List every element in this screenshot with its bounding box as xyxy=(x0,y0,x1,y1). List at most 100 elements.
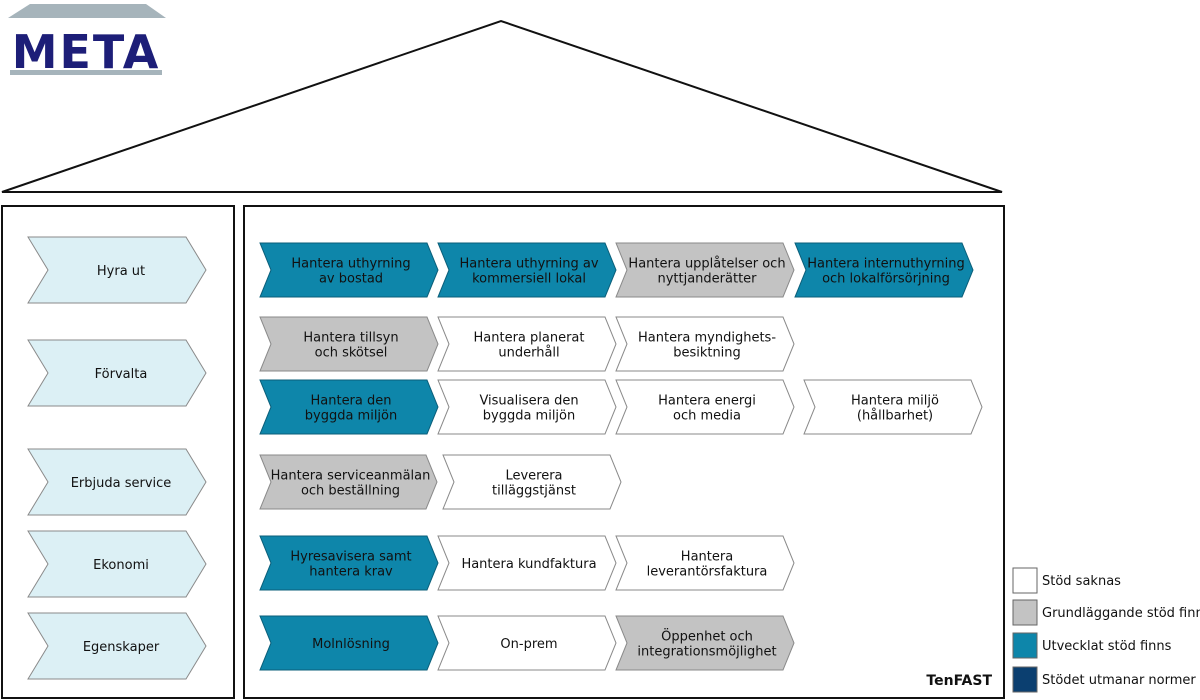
process-label: hantera krav xyxy=(309,565,393,580)
process-label: Hantera energi xyxy=(658,394,756,409)
legend-swatch xyxy=(1012,599,1038,626)
process-label: av bostad xyxy=(319,272,383,287)
process-label: och skötsel xyxy=(315,346,388,361)
process-label: Hantera internuthyrning xyxy=(807,257,965,272)
process-label: Hantera den xyxy=(310,394,391,409)
process-label: Hantera upplåtelser och xyxy=(628,257,785,272)
process-label: Hantera tillsyn xyxy=(303,331,398,346)
process-shape xyxy=(442,454,622,510)
category-label: Erbjuda service xyxy=(71,476,172,491)
category-shape xyxy=(27,339,207,407)
process-label: leverantörsfaktura xyxy=(647,565,768,580)
process-label: Hantera serviceanmälan xyxy=(271,469,431,484)
category-chevron: Erbjuda service xyxy=(27,448,207,516)
legend-item: Stöd saknas xyxy=(1012,567,1121,594)
process-shape xyxy=(615,379,795,435)
legend-label: Stödet utmanar normer xyxy=(1042,673,1196,688)
process-label: Hantera kundfaktura xyxy=(461,557,596,572)
category-chevron: Förvalta xyxy=(27,339,207,407)
process-label: Hantera xyxy=(681,550,733,565)
process-panel xyxy=(243,205,1005,699)
process-label: Visualisera den xyxy=(479,394,578,409)
category-shape xyxy=(27,612,207,680)
process-chevron: Hantera miljö(hållbarhet) xyxy=(803,379,983,435)
process-label: byggda miljön xyxy=(483,409,576,424)
legend-label: Stöd saknas xyxy=(1042,574,1121,589)
process-label: integrationsmöjlighet xyxy=(637,645,776,660)
process-shape xyxy=(259,316,439,372)
legend-swatch xyxy=(1012,666,1038,693)
process-shape xyxy=(615,316,795,372)
process-shape xyxy=(437,379,617,435)
process-shape xyxy=(437,615,617,671)
process-shape xyxy=(259,615,439,671)
category-shape xyxy=(27,530,207,598)
process-shape xyxy=(259,454,438,510)
process-chevron: Hantera myndighets-besiktning xyxy=(615,316,795,372)
process-label: tilläggstjänst xyxy=(492,484,576,499)
process-label: Molnlösning xyxy=(312,637,390,652)
process-chevron: On-prem xyxy=(437,615,617,671)
process-shape xyxy=(615,615,795,671)
process-shape xyxy=(259,379,439,435)
category-panel xyxy=(1,205,235,699)
process-label: byggda miljön xyxy=(305,409,398,424)
process-shape xyxy=(794,242,974,298)
logo-underline xyxy=(10,70,162,75)
process-chevron: Hantera kundfaktura xyxy=(437,535,617,591)
process-label: (hållbarhet) xyxy=(857,409,933,424)
logo-roof xyxy=(8,4,166,18)
process-label: kommersiell lokal xyxy=(472,272,586,287)
category-shape xyxy=(27,448,207,516)
process-label: On-prem xyxy=(500,637,557,652)
process-label: Hantera planerat xyxy=(474,331,585,346)
process-label: Hantera uthyrning av xyxy=(459,257,598,272)
process-label: Hantera miljö xyxy=(851,394,939,409)
legend-label: Grundläggande stöd finns xyxy=(1042,606,1200,621)
process-label: Hyresavisera samt xyxy=(290,550,411,565)
process-label: Leverera xyxy=(505,469,562,484)
legend-item: Grundläggande stöd finns xyxy=(1012,599,1200,626)
process-shape xyxy=(259,242,439,298)
process-shape xyxy=(615,535,795,591)
category-chevron: Egenskaper xyxy=(27,612,207,680)
process-label: nyttjanderätter xyxy=(657,272,757,287)
category-label: Förvalta xyxy=(95,367,148,382)
process-label: och media xyxy=(673,409,741,424)
category-shape xyxy=(27,236,207,304)
process-chevron: Molnlösning xyxy=(259,615,439,671)
process-label: underhåll xyxy=(498,346,559,361)
meta-logo: META xyxy=(8,4,166,79)
process-shape xyxy=(803,379,983,435)
process-label: Öppenhet och xyxy=(661,628,753,645)
house-roof xyxy=(1,19,1003,193)
process-shape xyxy=(437,316,617,372)
legend-item: Utvecklat stöd finns xyxy=(1012,632,1172,659)
process-shape xyxy=(437,535,617,591)
process-label: Hantera uthyrning xyxy=(291,257,410,272)
legend-label: Utvecklat stöd finns xyxy=(1042,639,1172,654)
process-shape xyxy=(437,242,617,298)
process-label: Hantera myndighets- xyxy=(638,331,776,346)
process-shape xyxy=(259,535,439,591)
category-label: Egenskaper xyxy=(83,640,160,655)
process-label: och beställning xyxy=(301,484,400,499)
legend-swatch xyxy=(1012,632,1038,659)
